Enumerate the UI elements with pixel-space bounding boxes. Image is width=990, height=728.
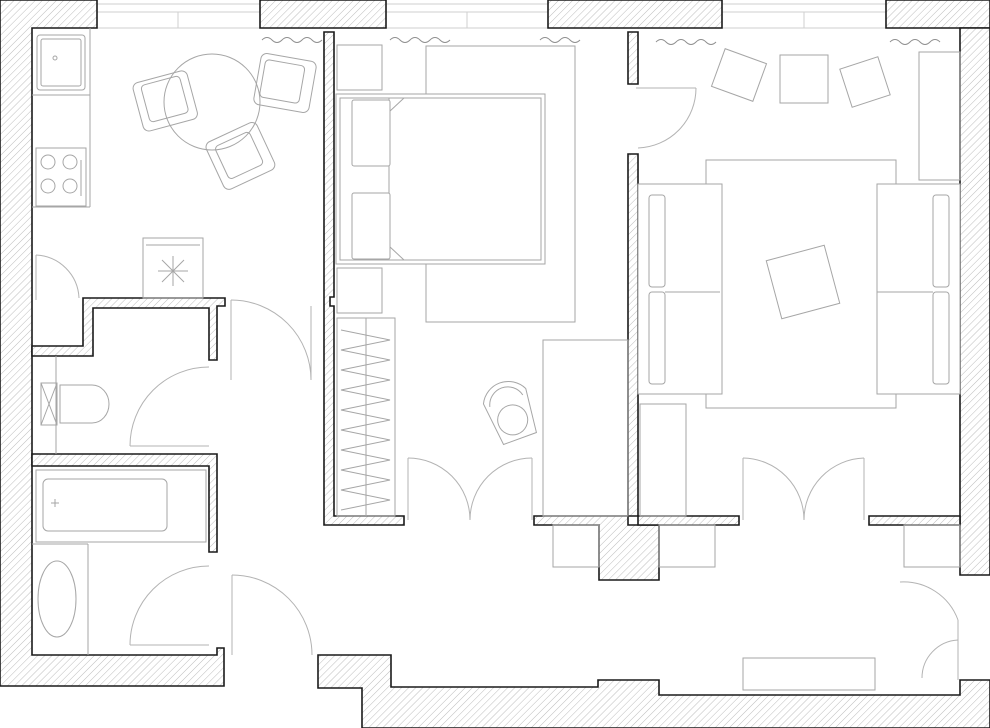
desk-chair-icon	[482, 380, 538, 446]
round-dining-table	[163, 53, 261, 151]
armchair-icon	[710, 48, 768, 102]
nightstand-icon	[336, 44, 383, 91]
wall-right-outer	[959, 27, 990, 576]
shoe-cabinet-icon	[903, 524, 961, 568]
curtain	[889, 39, 941, 45]
bathtub-icon	[35, 469, 207, 543]
door-bedroom-living	[636, 87, 697, 149]
double-bed-icon	[335, 93, 546, 265]
bench-icon	[742, 657, 876, 691]
kitchen	[32, 28, 317, 300]
stove-icon	[35, 147, 87, 207]
window-living	[722, 3, 886, 29]
window-bedroom	[386, 3, 548, 29]
armchair-icon	[132, 70, 198, 132]
coffee-table-icon	[765, 244, 841, 320]
door-kitchen-hall	[230, 299, 312, 381]
wall-partition-bedroom-living	[627, 31, 639, 85]
toilet-room	[40, 356, 210, 454]
door-bath	[129, 565, 210, 646]
wall-pier-top	[885, 0, 990, 29]
bedroom	[335, 44, 629, 521]
wall-left-outer	[0, 0, 225, 687]
wall-partition-bedroom-living	[627, 153, 639, 517]
wall-pier-top	[259, 0, 387, 29]
wall-partition-kitchen-bedroom	[323, 31, 405, 526]
wardrobe-icon	[336, 317, 396, 517]
door-living-double	[742, 457, 865, 521]
shoe-cabinet-icon	[552, 524, 600, 568]
curtain	[261, 37, 323, 43]
curtain	[539, 37, 581, 43]
bookshelf-icon	[918, 51, 961, 181]
armchair-icon	[253, 52, 317, 114]
side-table-icon	[779, 54, 829, 104]
door-entry	[231, 574, 313, 656]
door-bedroom-double	[407, 457, 533, 521]
curtain	[655, 39, 717, 45]
wall-living-bottom	[637, 515, 740, 526]
armchair-icon	[205, 121, 276, 190]
wall-corridor-bottom	[317, 654, 990, 728]
door-living-corridor	[899, 581, 959, 680]
window-group	[97, 3, 941, 45]
curtain	[389, 37, 451, 43]
wall-living-bottom	[868, 515, 961, 526]
desk-icon	[542, 339, 629, 517]
hallway	[230, 299, 961, 691]
window-kitchen	[97, 3, 260, 29]
bathroom	[32, 469, 210, 655]
nightstand-icon	[336, 267, 383, 314]
sink-icon	[36, 34, 86, 91]
door-wc	[129, 366, 210, 447]
oval-washbasin-icon	[37, 560, 77, 638]
sofa-icon	[637, 183, 723, 395]
armchair-icon	[839, 56, 891, 108]
shoe-cabinet-icon	[658, 524, 716, 568]
living-room	[636, 48, 961, 521]
door-kitchen-left	[35, 254, 80, 300]
wall-wc-bath	[31, 453, 218, 553]
sofa-icon	[876, 183, 961, 395]
cabinet-icon	[639, 403, 687, 517]
wall-kitchen-bottom	[31, 297, 226, 361]
wall-pier-top	[547, 0, 723, 29]
toilet-icon	[40, 382, 110, 426]
fridge-icon	[142, 237, 204, 299]
